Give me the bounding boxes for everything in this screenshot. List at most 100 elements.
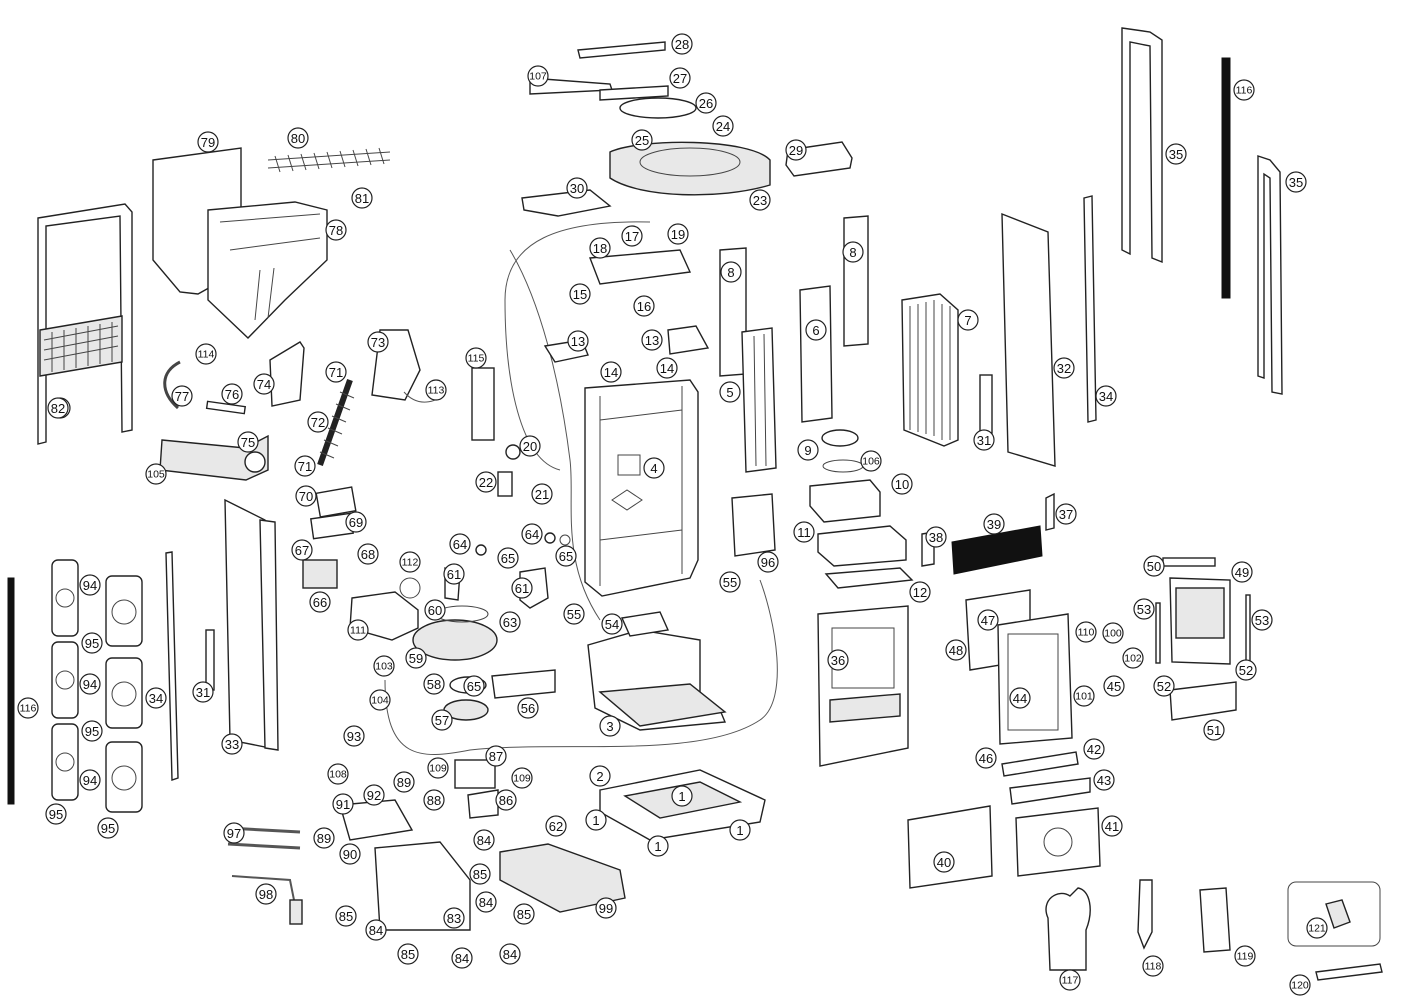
callout-label: 94	[83, 773, 97, 788]
callout-circle	[475, 891, 497, 913]
seal-strip-117-left	[7, 577, 15, 805]
callout-label: 85	[339, 909, 353, 924]
callout-circle	[325, 361, 347, 383]
callout-label: 75	[241, 435, 255, 450]
callout-circle	[860, 450, 882, 472]
callout-label: 38	[929, 530, 943, 545]
callout-circle	[719, 381, 741, 403]
bar-43	[1009, 777, 1091, 805]
callout-label: 55	[567, 607, 581, 622]
gasket-107	[822, 459, 864, 473]
side-panel-32	[1001, 212, 1056, 467]
callout-circle	[797, 439, 819, 461]
callout-circle	[363, 784, 385, 806]
callout-label: 89	[397, 775, 411, 790]
callout-label: 116	[1236, 85, 1253, 97]
callout-circle	[81, 720, 103, 742]
seal-strip-117-right	[1221, 57, 1231, 299]
callout-circle	[399, 551, 421, 573]
callout-circle	[17, 697, 39, 719]
callout-label: 19	[671, 227, 685, 242]
callout-25: 25	[631, 129, 653, 151]
callout-65: 65	[497, 547, 519, 569]
callout-109: 109	[511, 767, 533, 789]
callout-label: 74	[257, 377, 271, 392]
callout-label: 58	[427, 677, 441, 692]
callout-label: 80	[291, 131, 305, 146]
callout-circle	[569, 283, 591, 305]
manual-120	[1199, 887, 1231, 953]
callout-53: 53	[1133, 598, 1155, 620]
callout-label: 50	[1147, 559, 1161, 574]
callout-label: 3	[606, 719, 613, 734]
callout-circle	[393, 771, 415, 793]
plate-71	[315, 486, 357, 518]
callout-label: 105	[147, 469, 165, 481]
callout-circle	[712, 115, 734, 137]
callout-circle	[79, 769, 101, 791]
callout-circle	[499, 943, 521, 965]
callout-label: 31	[977, 433, 991, 448]
callout-label: 70	[299, 489, 313, 504]
callout-circle	[397, 943, 419, 965]
callout-84: 84	[473, 829, 495, 851]
callout-circle	[1153, 675, 1175, 697]
bar-50	[1162, 557, 1216, 567]
auger-73	[317, 379, 355, 466]
callout-34: 34	[1095, 385, 1117, 407]
flange-76	[244, 451, 266, 473]
callout-76: 76	[221, 383, 243, 405]
callout-circle	[1093, 769, 1115, 791]
callout-67: 67	[291, 539, 313, 561]
callout-54: 54	[601, 613, 623, 635]
panel-41	[1015, 807, 1101, 877]
callout-circle	[1231, 561, 1253, 583]
callout-circle	[667, 223, 689, 245]
callout-label: 84	[503, 947, 517, 962]
callout-label: 101	[1075, 691, 1093, 703]
callout-label: 43	[1097, 773, 1111, 788]
callout-55: 55	[563, 603, 585, 625]
door-panels-95	[51, 559, 143, 813]
callout-label: 119	[1237, 951, 1254, 963]
callout-7: 7	[957, 309, 979, 331]
callout-label: 113	[428, 385, 445, 397]
callout-label: 103	[375, 661, 393, 673]
callout-circle	[519, 435, 541, 457]
callout-46: 46	[975, 747, 997, 769]
callout-17: 17	[621, 225, 643, 247]
callout-circle	[365, 919, 387, 941]
callout-label: 64	[525, 527, 539, 542]
callout-circle	[977, 609, 999, 631]
callout-50: 50	[1143, 555, 1165, 577]
callout-22: 22	[475, 471, 497, 493]
callout-label: 45	[1107, 679, 1121, 694]
callout-121: 121	[1306, 917, 1328, 939]
callout-96: 96	[757, 551, 779, 573]
callout-label: 48	[949, 643, 963, 658]
callout-106: 106	[860, 450, 882, 472]
callout-label: 94	[83, 677, 97, 692]
callout-120: 120	[1289, 974, 1311, 996]
grille-39	[951, 525, 1043, 575]
callout-circle	[729, 819, 751, 841]
callout-label: 1	[654, 839, 661, 854]
callout-label: 87	[489, 749, 503, 764]
callout-circle	[555, 545, 577, 567]
callout-55: 55	[719, 571, 741, 593]
callout-10: 10	[891, 473, 913, 495]
callout-84: 84	[475, 891, 497, 913]
callout-84: 84	[365, 919, 387, 941]
callout-label: 85	[401, 947, 415, 962]
callout-label: 56	[521, 701, 535, 716]
callout-label: 59	[409, 651, 423, 666]
callout-circle	[97, 817, 119, 839]
callout-circle	[309, 591, 331, 613]
callout-label: 84	[477, 833, 491, 848]
plug-99	[289, 899, 303, 925]
callout-88: 88	[423, 789, 445, 811]
callout-label: 53	[1255, 613, 1269, 628]
exchanger-7	[901, 293, 959, 447]
callout-circle	[425, 379, 447, 401]
handle-51	[1169, 681, 1237, 721]
